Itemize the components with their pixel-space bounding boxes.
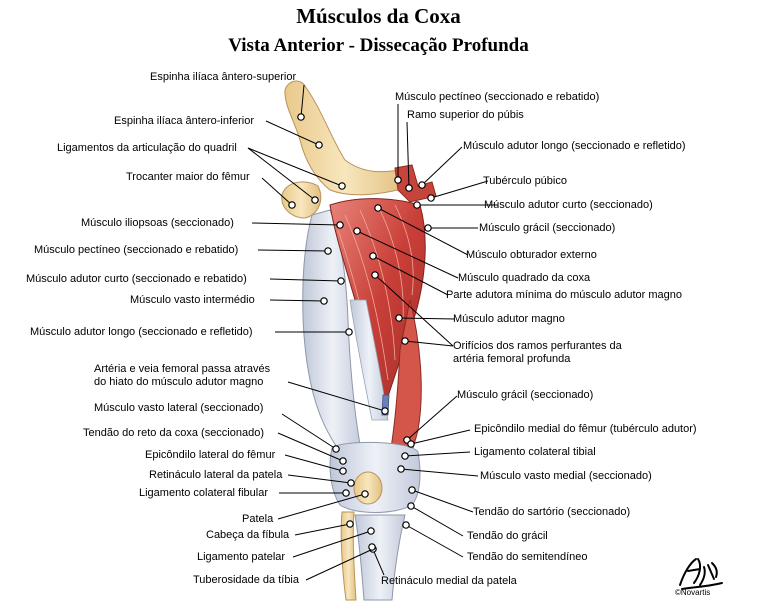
label-right: Músculo adutor longo (seccionado e refle… <box>463 140 686 152</box>
label-left: Músculo iliopsoas (seccionado) <box>81 217 234 229</box>
label-left: Artéria e veia femoral passa através <box>94 363 271 375</box>
label-right: Tendão do sartório (seccionado) <box>473 506 631 518</box>
label-right: Parte adutora mínima do músculo adutor m… <box>446 289 683 301</box>
label-left: Trocanter maior do fêmur <box>126 171 250 183</box>
label-left: Músculo pectíneo (seccionado e rebatido) <box>34 244 239 256</box>
label-right: Músculo grácil (seccionado) <box>457 389 594 401</box>
label-left: Músculo adutor curto (seccionado e rebat… <box>26 273 247 285</box>
label-right: Músculo quadrado da coxa <box>458 272 591 284</box>
netter-signature-logo <box>679 558 723 590</box>
label-left: Músculo vasto lateral (seccionado) <box>94 402 264 414</box>
patella <box>353 471 383 505</box>
label-right: Músculo obturador externo <box>466 249 597 261</box>
label-left: Espinha ilíaca ântero-inferior <box>114 115 255 127</box>
label-left: Retináculo lateral da patela <box>149 469 283 481</box>
plate-subtitle: Vista Anterior - Dissecação Profunda <box>228 35 529 56</box>
label-right: artéria femoral profunda <box>453 353 571 365</box>
femur-shaft <box>349 299 389 421</box>
label-right: Tendão do semitendíneo <box>467 551 588 563</box>
label-right: Tubérculo púbico <box>483 175 567 187</box>
label-left: Tendão do reto da coxa (seccionado) <box>83 427 265 439</box>
copyright-credit: ©Novartis <box>675 588 711 597</box>
label-left: do hiato do músculo adutor magno <box>94 376 264 388</box>
label-right: Músculo vasto medial (seccionado) <box>480 470 652 482</box>
label-left: Músculo adutor longo (seccionado e refle… <box>30 326 253 338</box>
pubic-muscle-stumps <box>394 164 437 203</box>
label-right: Músculo adutor curto (seccionado) <box>484 199 653 211</box>
muscle-fibers <box>337 204 414 391</box>
label-left: Patela <box>242 513 274 525</box>
label-right: Tendão do grácil <box>467 530 548 542</box>
label-left: Cabeça da fíbula <box>206 529 290 541</box>
label-left: Músculo vasto intermédio <box>130 294 255 306</box>
plate-title: Músculos da Coxa <box>296 4 461 28</box>
label-right: Ramo superior do púbis <box>407 109 524 121</box>
label-right: Músculo grácil (seccionado) <box>479 222 616 234</box>
label-left: Tuberosidade da tíbia <box>193 574 299 586</box>
fibula <box>340 511 357 601</box>
label-left: Epicôndilo lateral do fêmur <box>145 449 276 461</box>
label-left: Espinha ilíaca ântero-superior <box>150 71 297 83</box>
label-right: Ligamento colateral tibial <box>474 446 596 458</box>
label-left: Ligamento patelar <box>197 551 286 563</box>
greater-trochanter <box>281 181 322 219</box>
label-left: Ligamentos da articulação do quadril <box>57 142 237 154</box>
label-right: Músculo pectíneo (seccionado e rebatido) <box>395 91 600 103</box>
label-right: Orifícios dos ramos perfurantes da <box>453 340 622 352</box>
label-right: Retináculo medial da patela <box>381 575 517 587</box>
label-right: Músculo adutor magno <box>453 313 565 325</box>
label-left: Ligamento colateral fibular <box>139 487 269 499</box>
tibia <box>354 514 406 601</box>
label-right: Epicôndilo medial do fêmur (tubérculo ad… <box>474 423 697 435</box>
